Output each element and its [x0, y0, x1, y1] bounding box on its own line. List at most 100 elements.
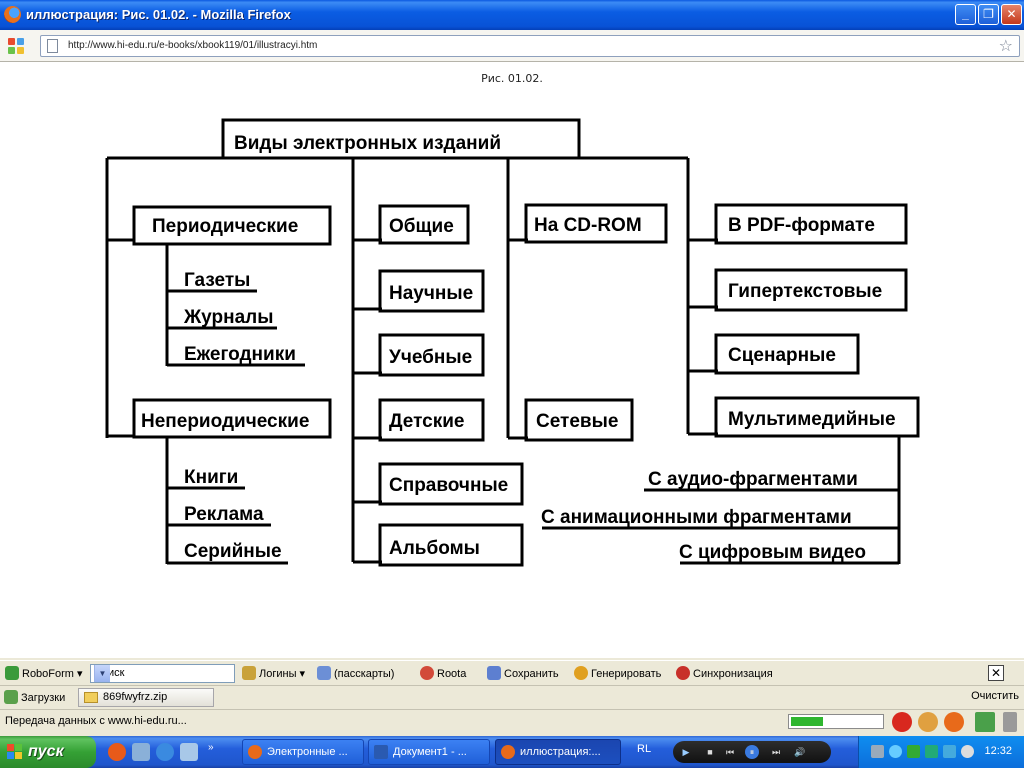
passcards-button[interactable]: (пасскарты) — [317, 666, 394, 682]
key-icon — [242, 666, 256, 680]
figure-caption: Рис. 01.02. — [481, 72, 543, 85]
play-icon[interactable]: ▶ — [682, 747, 690, 757]
bookmark-star-icon[interactable]: ☆ — [998, 38, 1013, 55]
quicklaunch-ie-icon[interactable] — [156, 743, 174, 761]
maximize-button[interactable]: ❐ — [978, 4, 999, 25]
firefox-addon-icon[interactable] — [944, 712, 964, 732]
start-label: пуск — [28, 743, 64, 760]
tray-media-icon[interactable] — [961, 745, 974, 758]
page-content: Рис. 01.02. — [0, 62, 1024, 658]
nonperiodic-item: Серийные — [184, 541, 282, 562]
tray-network-icon[interactable] — [871, 745, 884, 758]
root-label: Виды электронных изданий — [234, 133, 501, 154]
progress-fill — [791, 717, 823, 726]
speed-dial-icon[interactable] — [8, 38, 24, 54]
status-text: Передача данных с www.hi-edu.ru... — [5, 715, 187, 727]
addon-face-icon[interactable] — [918, 712, 938, 732]
periodic-item: Журналы — [183, 307, 273, 328]
roota-icon — [420, 666, 434, 680]
task-label: Электронные ... — [267, 746, 348, 758]
roota-label: Roota — [437, 668, 467, 680]
pause-icon[interactable]: ⏸ — [745, 745, 759, 759]
sync-label: Синхронизация — [693, 668, 773, 680]
status-bar: Передача данных с www.hi-edu.ru... — [0, 709, 1024, 736]
firefox-icon — [501, 745, 515, 759]
quicklaunch-firefox-icon[interactable] — [108, 743, 126, 761]
resize-grip-icon[interactable] — [1003, 712, 1017, 732]
generate-button[interactable]: Генерировать — [574, 666, 661, 682]
chevron-down-icon[interactable]: ▼ — [94, 665, 110, 682]
window-title: иллюстрация: Рис. 01.02. - Mozilla Firef… — [26, 7, 291, 22]
downloads-bar: Загрузки 869fwyfrz.zip Очистить — [0, 685, 1024, 709]
col3-label: Сетевые — [536, 411, 618, 432]
page-icon — [47, 39, 58, 53]
tray-status-icon[interactable] — [889, 745, 902, 758]
minimize-button[interactable]: _ — [955, 4, 976, 25]
tray-roboform-icon[interactable] — [907, 745, 920, 758]
loading-progress-bar — [788, 714, 884, 729]
clear-downloads-button[interactable]: Очистить — [971, 690, 1019, 702]
chevron-right-icon[interactable]: » — [208, 742, 214, 753]
navigation-bar: http://www.hi-edu.ru/e-books/xbook119/01… — [0, 30, 1024, 62]
clock[interactable]: 12:32 — [984, 745, 1012, 757]
multimedia-item: С анимационными фрагментами — [541, 507, 852, 528]
sync-icon — [676, 666, 690, 680]
folder-icon — [84, 692, 98, 703]
taskbar-item-active[interactable]: иллюстрация:... — [495, 739, 621, 765]
save-button[interactable]: Сохранить — [487, 666, 559, 682]
multimedia-item: С цифровым видео — [679, 542, 866, 563]
roboform-status-icon[interactable] — [975, 712, 995, 732]
logins-button[interactable]: Логины ▾ — [242, 666, 305, 682]
roboform-search-input[interactable]: Поиск ▼ — [90, 664, 235, 683]
window-titlebar[interactable]: иллюстрация: Рис. 01.02. - Mozilla Firef… — [0, 0, 1024, 30]
col2-label: Научные — [389, 283, 473, 304]
close-button[interactable]: ✕ — [1001, 4, 1022, 25]
quicklaunch-app-icon[interactable] — [132, 743, 150, 761]
word-icon — [374, 745, 388, 759]
generate-icon — [574, 666, 588, 680]
download-filename: 869fwyfrz.zip — [103, 691, 168, 703]
volume-icon[interactable]: 🔊 — [794, 747, 806, 757]
download-icon — [4, 690, 18, 704]
roboform-menu[interactable]: RoboForm ▾ — [5, 666, 83, 682]
quicklaunch-folder-icon[interactable] — [180, 743, 198, 761]
col4-label: В PDF-формате — [728, 215, 875, 236]
next-icon[interactable]: ⏭ — [771, 747, 781, 757]
previous-icon[interactable]: ⏮ — [725, 747, 735, 757]
sync-button[interactable]: Синхронизация — [676, 666, 773, 682]
stop-icon[interactable]: ■ — [707, 747, 713, 757]
roboform-toolbar: RoboForm ▾ Поиск ▼ Логины ▾ (пасскарты) … — [0, 660, 1024, 685]
tray-monitor-icon[interactable] — [943, 745, 956, 758]
taskbar-item[interactable]: Документ1 - ... — [368, 739, 490, 765]
col2-label: Учебные — [389, 347, 472, 368]
start-button[interactable]: пуск — [0, 736, 96, 768]
taskbar-item[interactable]: Электронные ... — [242, 739, 364, 765]
url-text[interactable]: http://www.hi-edu.ru/e-books/xbook119/01… — [68, 40, 318, 51]
col3-label: На CD-ROM — [534, 215, 642, 236]
roboform-label: RoboForm — [22, 668, 74, 680]
toolbar-close-button[interactable]: ✕ — [988, 665, 1004, 681]
language-indicator[interactable]: RL — [637, 743, 652, 755]
system-tray: 12:32 — [858, 736, 1024, 768]
col2-label: Справочные — [389, 475, 508, 496]
media-player-toolbar: ▶ ■ ⏮ ⏸ ⏭ 🔊 — [673, 741, 831, 763]
tray-app-icon[interactable] — [925, 745, 938, 758]
download-item[interactable]: 869fwyfrz.zip — [78, 688, 214, 707]
task-label: Документ1 - ... — [393, 746, 467, 758]
col2-label: Общие — [389, 216, 454, 237]
generate-label: Генерировать — [591, 668, 662, 680]
task-label: иллюстрация:... — [520, 746, 601, 758]
downloads-label[interactable]: Загрузки — [4, 690, 65, 704]
nonperiodic-item: Книги — [184, 467, 238, 488]
diagram-svg: Виды электронных изданий Периодические Г… — [105, 118, 920, 567]
roota-button[interactable]: Roota — [420, 666, 466, 682]
multimedia-item: С аудио-фрагментами — [648, 469, 858, 490]
periodic-item: Газеты — [184, 270, 250, 291]
downloads-text: Загрузки — [21, 692, 66, 704]
address-bar[interactable]: http://www.hi-edu.ru/e-books/xbook119/01… — [40, 35, 1020, 57]
save-icon — [487, 666, 501, 680]
adblock-icon[interactable] — [892, 712, 912, 732]
save-label: Сохранить — [504, 668, 559, 680]
firefox-icon — [4, 6, 21, 23]
